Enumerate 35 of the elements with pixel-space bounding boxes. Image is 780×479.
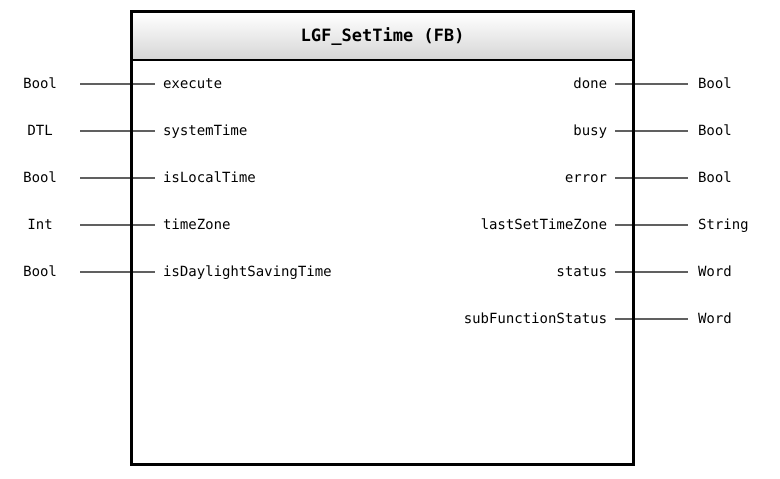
pin-line	[615, 224, 688, 226]
pin-line	[615, 130, 688, 132]
data-type-label: Int	[0, 216, 80, 234]
data-type-label: DTL	[0, 122, 80, 140]
pin-name: execute	[155, 75, 230, 93]
pin-line	[80, 130, 155, 132]
pin-line	[80, 224, 155, 226]
data-type-label: String	[688, 216, 759, 234]
data-type-label: Bool	[0, 75, 80, 93]
pin-name: isLocalTime	[155, 169, 264, 187]
data-type-label: Bool	[688, 169, 742, 187]
pin-line	[80, 271, 155, 273]
pin-line	[615, 177, 688, 179]
pin-name: subFunctionStatus	[456, 310, 615, 328]
pin-name: status	[548, 263, 615, 281]
function-block	[130, 10, 635, 466]
pin-name: lastSetTimeZone	[472, 216, 615, 234]
pin-name: error	[556, 169, 615, 187]
pin-line	[80, 83, 155, 85]
pin-name: systemTime	[155, 122, 256, 140]
pin-name: timeZone	[155, 216, 238, 234]
pin-line	[615, 271, 688, 273]
pin-name: busy	[565, 122, 615, 140]
data-type-label: Word	[688, 263, 742, 281]
pin-line	[615, 318, 688, 320]
pin-line	[80, 177, 155, 179]
pin-name: isDaylightSavingTime	[155, 263, 340, 281]
pin-line	[615, 83, 688, 85]
block-title: LGF_SetTime (FB)	[300, 26, 464, 46]
pin-name: done	[565, 75, 615, 93]
data-type-label: Bool	[688, 122, 742, 140]
data-type-label: Bool	[0, 169, 80, 187]
data-type-label: Bool	[0, 263, 80, 281]
data-type-label: Word	[688, 310, 742, 328]
data-type-label: Bool	[688, 75, 742, 93]
